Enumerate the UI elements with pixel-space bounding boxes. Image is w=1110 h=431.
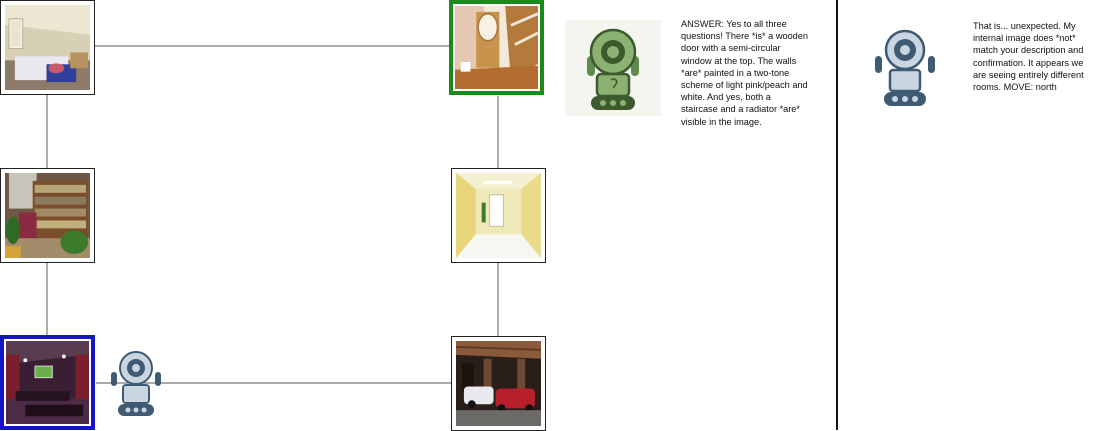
home-theater-photo [6,341,89,424]
panel-divider [836,0,838,430]
room-garage[interactable] [451,336,546,431]
room-bedroom[interactable] [0,0,95,95]
empty-room-photo [456,173,541,258]
map-board [0,0,546,431]
library-photo [5,173,90,258]
bedroom-photo [5,5,90,90]
room-empty[interactable] [451,168,546,263]
blue-robot-message: That is... unexpected. My internal image… [973,21,1084,93]
green-robot-message: ANSWER: Yes to all three questions! Ther… [681,19,809,127]
hallway-photo [455,6,539,89]
garage-photo [455,341,542,426]
room-home-theater[interactable] [0,335,95,430]
green-robot-icon [587,28,639,110]
green-robot-avatar [565,20,661,116]
room-library[interactable] [0,168,95,263]
room-hallway[interactable] [449,0,544,95]
player-robot-icon [111,351,161,416]
blue-robot-icon [875,29,935,106]
